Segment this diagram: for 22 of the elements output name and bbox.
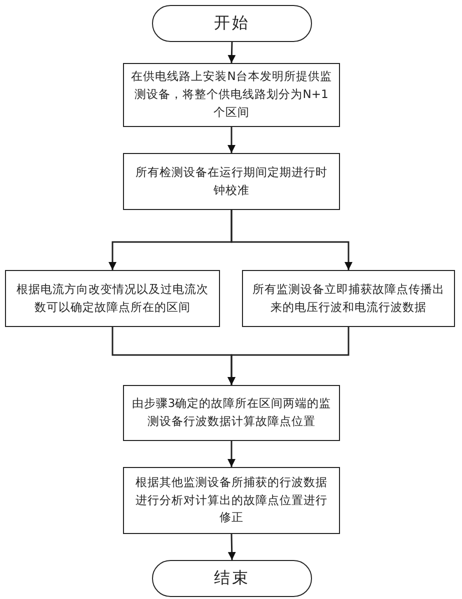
- terminal-box: [152, 560, 312, 597]
- process-box: [123, 467, 340, 534]
- node-text: 所有监测设备立即捕获故障点传播出来的电压行波和电流行波数据: [252, 280, 446, 316]
- arrow: [228, 42, 236, 64]
- process-box: [123, 385, 340, 441]
- arrow: [228, 534, 236, 560]
- arrow: [230, 210, 352, 270]
- node-text: 根据电流方向改变情况以及过电流次数可以确定故障点所在的区间: [16, 280, 210, 316]
- node-text: 开始: [214, 12, 250, 34]
- process-box: [123, 63, 340, 127]
- node-text: 根据其他监测设备所捕获的行波数据进行分析对计算出的故障点位置进行修正: [134, 474, 328, 526]
- node-text: 所有检测设备在运行期间定期进行时钟校准: [134, 164, 328, 198]
- process-box: [242, 270, 455, 327]
- node-text: 由步骤3确定的故障所在区间两端的监测设备行波数据计算故障点位置: [130, 395, 332, 430]
- arrow: [228, 127, 236, 153]
- arrow: [228, 327, 350, 385]
- node-text: 结束: [214, 567, 250, 590]
- process-box: [5, 270, 220, 327]
- process-box: [123, 153, 340, 210]
- node-text: 在供电线路上安装N台本发明所提供监测设备，将整个供电线路划分为N+1个区间: [130, 68, 333, 121]
- terminal-box: [152, 5, 312, 42]
- arrow: [228, 441, 236, 467]
